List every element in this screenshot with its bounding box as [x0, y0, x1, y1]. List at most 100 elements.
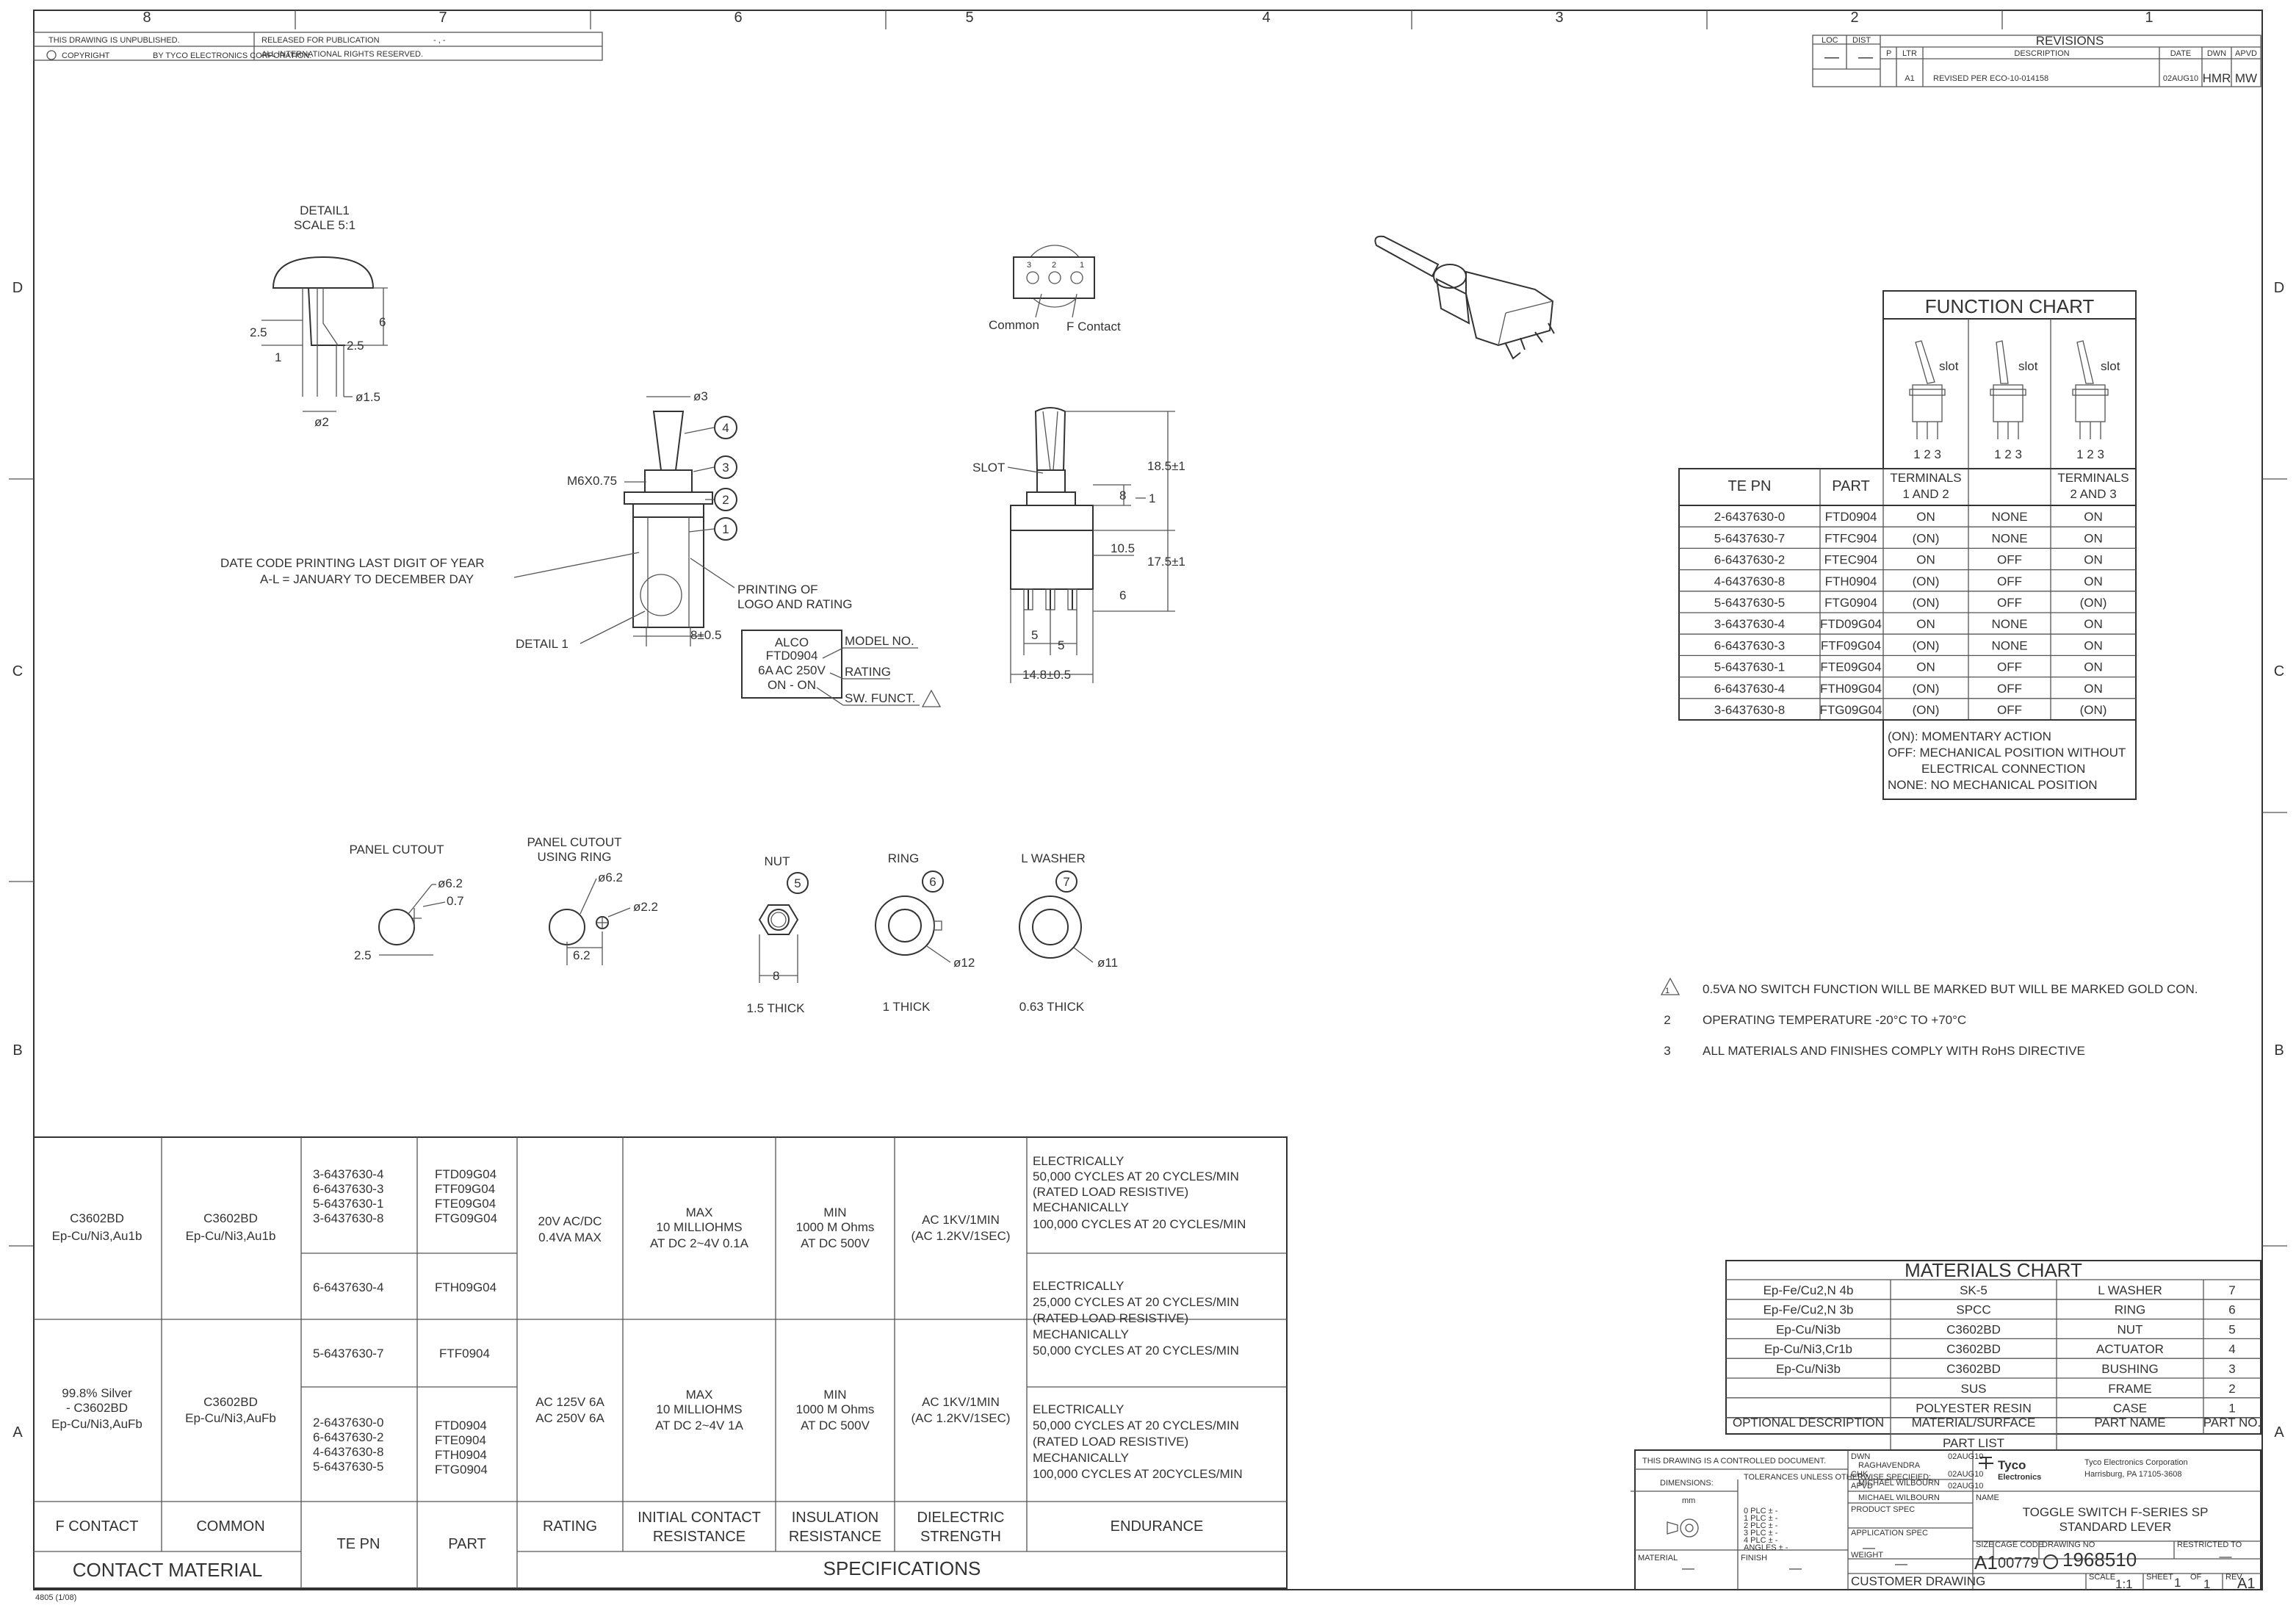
function-chart-cell: 2-6437630-0: [1714, 510, 1785, 524]
rev-apvd-head: APVD: [2235, 49, 2257, 58]
function-chart-cell: 6-6437630-2: [1714, 553, 1785, 567]
function-chart-cell: NONE: [1991, 617, 2027, 631]
spec-r1-part-2: FTF09G04: [435, 1182, 495, 1196]
dims-units: mm: [1682, 1496, 1695, 1505]
materials-chart-cell: SPCC: [1956, 1303, 1990, 1317]
function-chart-cell: 6-6437630-3: [1714, 638, 1785, 652]
nut-balloon: 5: [794, 876, 801, 890]
detail1-scale: SCALE 5:1: [294, 218, 355, 232]
function-chart-cell: FTH0904: [1825, 574, 1877, 588]
ring-title: RING: [888, 851, 920, 865]
rev-apvd-value: MW: [2235, 71, 2257, 85]
printing-line2: LOGO AND RATING: [737, 597, 853, 611]
materials-chart-cell: SK-5: [1960, 1283, 1988, 1297]
chk-label: CHK: [1851, 1470, 1869, 1479]
spec-r3-rating-1: AC 125V 6A: [535, 1395, 604, 1409]
rev-desc-head: DESCRIPTION: [2014, 49, 2069, 58]
note-2-number: 2: [1664, 1013, 1670, 1027]
spec-r3-fcontact-3: Ep-Cu/Ni3,AuFb: [51, 1417, 142, 1431]
note-1-triangle-icon: [1660, 977, 1681, 995]
ring-cutout-2-2: ø2.2: [633, 900, 658, 914]
zone-A-left: A: [12, 1424, 23, 1441]
sheet-of-value: 1: [2203, 1577, 2210, 1591]
spec-head-tepn: TE PN: [337, 1536, 380, 1552]
spec-r4-part-3: FTH0904: [435, 1448, 487, 1462]
switch-side-view: ø3 8±0.5 M6X0.75 4 3 2 1 DATE CODE PRINT…: [220, 389, 853, 651]
function-chart-cell: FTG0904: [1824, 596, 1877, 610]
ring-cutout-title1: PANEL CUTOUT: [527, 835, 621, 849]
spec-r4-end-5: 100,000 CYCLES AT 20CYCLES/MIN: [1033, 1467, 1243, 1481]
function-chart-cell: 5-6437630-7: [1714, 531, 1785, 545]
spec-r3-rating-2: AC 250V 6A: [535, 1411, 604, 1425]
zone-C-left: C: [12, 663, 23, 680]
spec-r4-end-4: MECHANICALLY: [1033, 1451, 1129, 1465]
fc-legend-1: (ON): MOMENTARY ACTION: [1888, 729, 2051, 743]
function-chart-cell: ON: [2084, 660, 2103, 674]
contact-material-heading: CONTACT MATERIAL: [73, 1559, 263, 1581]
zone-D-left: D: [12, 280, 23, 296]
spec-head-ins-2: RESISTANCE: [789, 1529, 881, 1545]
spec-r1-rating-2: 0.4VA MAX: [538, 1230, 602, 1244]
date-code-line1: DATE CODE PRINTING LAST DIGIT OF YEAR: [220, 556, 485, 570]
slot-label-1: slot: [1939, 359, 1959, 373]
detail1-dia-1-5: ø1.5: [355, 390, 380, 404]
spec-r1-end-2: 50,000 CYCLES AT 20 CYCLES/MIN: [1033, 1169, 1239, 1183]
materials-chart-cell: 3: [2228, 1362, 2235, 1376]
note-3-text: ALL MATERIALS AND FINISHES COMPLY WITH R…: [1703, 1044, 2085, 1058]
front-dim-6: 6: [1119, 588, 1126, 602]
product-label-box: ALCO FTD0904 6A AC 250V ON - ON MODEL NO…: [741, 630, 942, 707]
spec-r3-part: FTF0904: [439, 1347, 490, 1360]
note-1-number: 1: [1665, 987, 1669, 995]
panel-cutout-title: PANEL CUTOUT: [349, 843, 444, 857]
spec-r3-icr-3: AT DC 2~4V 1A: [655, 1419, 744, 1432]
ring-cutout-title2: USING RING: [537, 850, 611, 864]
fc-legend-2: OFF: MECHANICAL POSITION WITHOUT: [1888, 746, 2126, 760]
function-chart-cell: FTH09G04: [1820, 682, 1882, 696]
rev-ltr-value: A1: [1905, 74, 1914, 83]
function-chart-cell: 5-6437630-1: [1714, 660, 1785, 674]
spec-r1-icr-2: 10 MILLIOHMS: [656, 1220, 742, 1234]
materials-chart-cell: C3602BD: [1946, 1362, 2001, 1376]
printing-line1: PRINTING OF: [737, 583, 818, 596]
washer-thickness: 0.63 THICK: [1019, 1000, 1085, 1014]
spec-r4-part-2: FTE0904: [435, 1433, 486, 1447]
function-chart-cell: ON: [2084, 617, 2103, 631]
spec-r1-pn-1: 3-6437630-4: [313, 1167, 383, 1181]
unpublished-label: THIS DRAWING IS UNPUBLISHED.: [48, 36, 180, 45]
rev-p-head: P: [1886, 49, 1891, 58]
top-pin-2: 2: [1052, 261, 1056, 270]
balloon-4: 4: [722, 421, 729, 435]
apvd-label: APVD: [1851, 1482, 1873, 1491]
rev-value: A1: [2237, 1576, 2255, 1592]
scale-label: SCALE: [2089, 1573, 2115, 1582]
spec-r2-end-1: ELECTRICALLY: [1033, 1279, 1124, 1293]
function-chart-cell: 3-6437630-4: [1714, 617, 1785, 631]
material-label: MATERIAL: [1638, 1554, 1678, 1562]
function-chart-cell: (ON): [2080, 596, 2107, 610]
spec-r4-pn-4: 5-6437630-5: [313, 1460, 383, 1474]
spec-r3-ins-3: AT DC 500V: [801, 1419, 870, 1432]
fc-head-t12a: TERMINALS: [1890, 471, 1961, 485]
dwn-date: 02AUG10: [1948, 1452, 1983, 1461]
spec-r2-end-2: 25,000 CYCLES AT 20 CYCLES/MIN: [1033, 1295, 1239, 1309]
spec-r4-part-4: FTG0904: [435, 1463, 488, 1477]
sheet-label: SHEET: [2146, 1573, 2173, 1582]
materials-chart-cell: Ep-Fe/Cu2,N 3b: [1763, 1303, 1854, 1317]
fc-head-t23b: 2 AND 3: [2070, 487, 2116, 501]
detail1-dim-6: 6: [379, 315, 386, 329]
spec-r3-fcontact-2: - C3602BD: [66, 1401, 128, 1415]
zone-3: 3: [1555, 10, 1563, 26]
materials-chart-cell: SUS: [1961, 1382, 1987, 1396]
function-chart-cell: FTEC904: [1824, 553, 1878, 567]
function-chart-cell: OFF: [1997, 660, 2022, 674]
spec-r1-part-4: FTG09G04: [435, 1211, 497, 1225]
spec-head-die-1: DIELECTRIC: [917, 1510, 1005, 1526]
detail1-callout: DETAIL 1: [516, 637, 568, 651]
front-dim-17-5: 17.5±1: [1147, 555, 1185, 569]
function-chart-cell: NONE: [1991, 638, 2027, 652]
spec-r4-pn-3: 4-6437630-8: [313, 1445, 383, 1459]
zone-B-left: B: [12, 1042, 22, 1059]
spec-r2-end-5: 50,000 CYCLES AT 20 CYCLES/MIN: [1033, 1344, 1239, 1358]
specifications-heading: SPECIFICATIONS: [823, 1557, 981, 1579]
